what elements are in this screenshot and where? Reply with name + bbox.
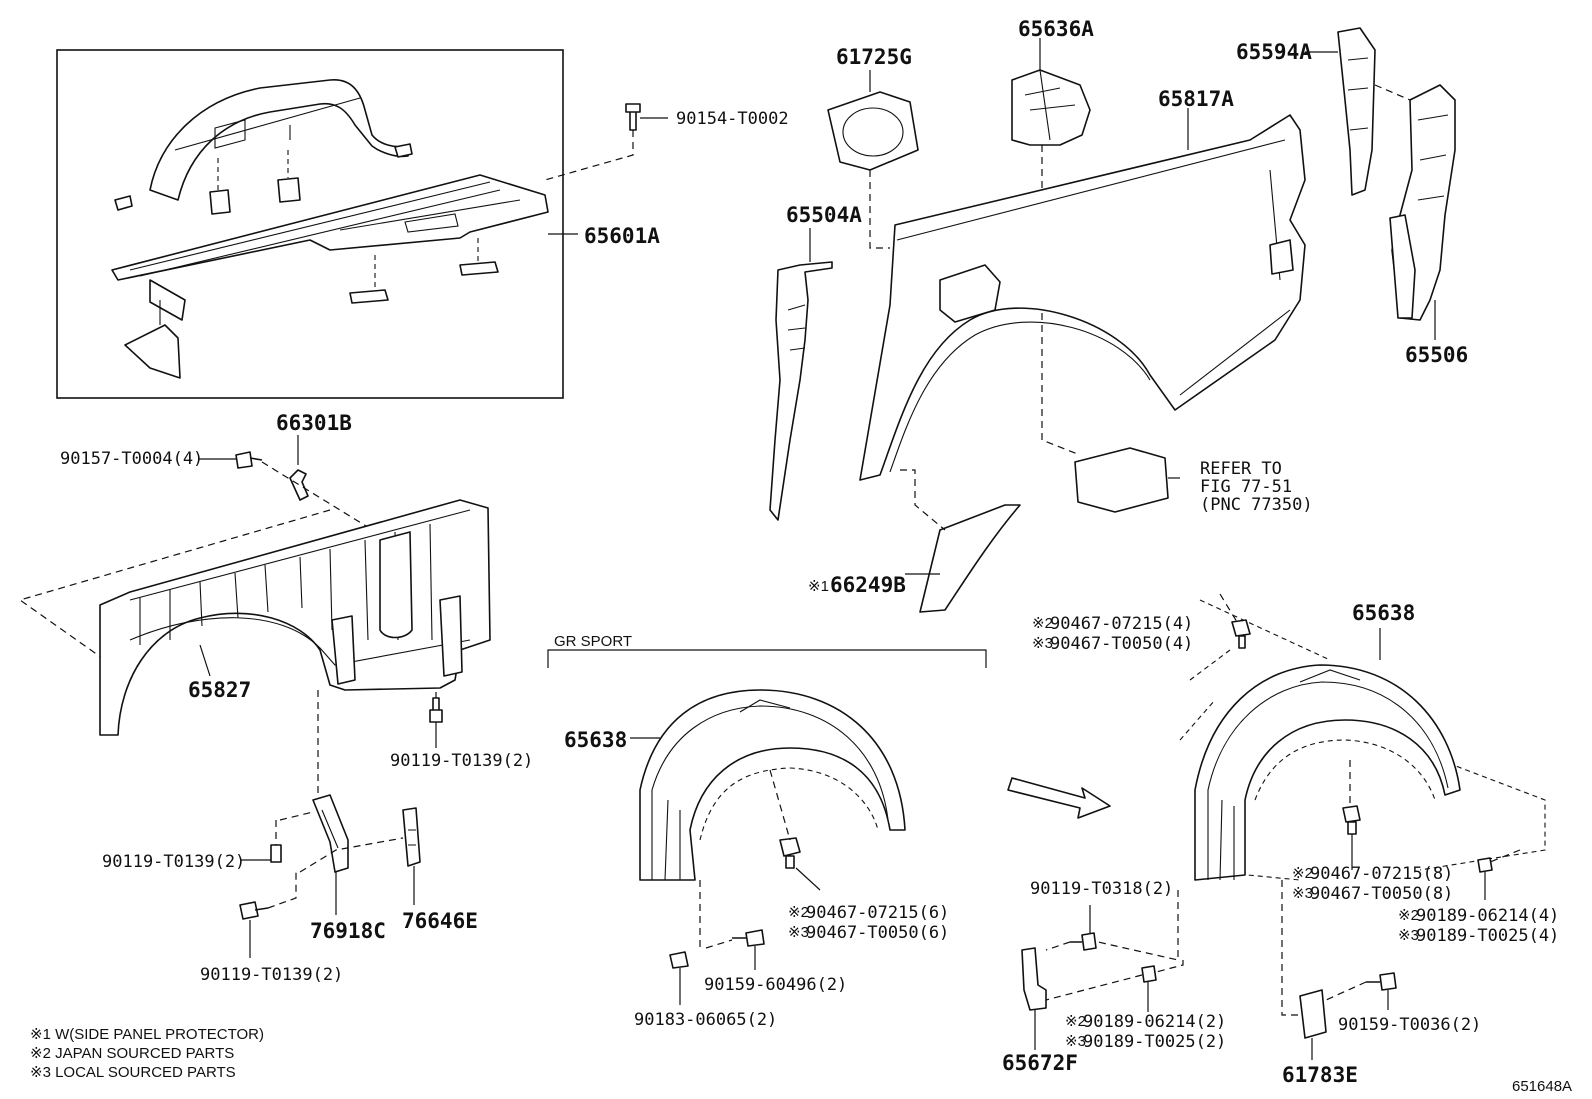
direction-arrow xyxy=(1007,777,1111,819)
mark-2-mid: ※2 xyxy=(1292,865,1313,882)
label-90154-T0002: 90154-T0002 xyxy=(676,109,789,129)
part-65601A-rail xyxy=(111,174,549,379)
bolt-90119-T0139-c xyxy=(239,872,297,958)
part-65827-side-panel xyxy=(99,499,491,736)
label-65506: 65506 xyxy=(1405,343,1468,367)
part-65504A-brace xyxy=(769,228,833,521)
bolt-90154-T0002 xyxy=(544,103,668,181)
label-65672F: 65672F xyxy=(1002,1051,1078,1075)
label-90119-T0139-b: 90119-T0139(2) xyxy=(102,852,245,872)
mark-2-right: ※2 xyxy=(1398,907,1419,924)
label-b-clip-b: 90189-T0025(2) xyxy=(1083,1032,1226,1052)
mark-3-top: ※3 xyxy=(1032,635,1053,652)
part-76918C-bracket xyxy=(312,794,349,915)
part-65594A-pillar xyxy=(1305,27,1411,196)
inset-box xyxy=(56,49,564,399)
label-65601A: 65601A xyxy=(584,224,660,248)
label-refer-3: (PNC 77350) xyxy=(1200,495,1313,515)
label-refer-2: FIG 77-51 xyxy=(1200,477,1292,497)
label-b-clip-a: 90189-06214(2) xyxy=(1083,1012,1226,1032)
part-66301B-bracket xyxy=(289,435,309,501)
part-61783E-plate xyxy=(1281,880,1327,1060)
label-65638: 65638 xyxy=(1352,601,1415,625)
label-top-clip-a: 90467-07215(4) xyxy=(1050,614,1193,634)
label-gr-sport: GR SPORT xyxy=(554,633,632,650)
gr-sport-bracket xyxy=(547,649,987,668)
label-65504A: 65504A xyxy=(786,203,862,227)
part-65636A-bracket xyxy=(1011,38,1091,456)
mark-3-right: ※3 xyxy=(1398,927,1419,944)
label-90119-T0139-a: 90119-T0139(2) xyxy=(390,751,533,771)
clip-gr-90467 xyxy=(769,769,821,891)
label-mid-clip-b: 90467-T0050(8) xyxy=(1310,884,1453,904)
label-90119-T0318: 90119-T0318(2) xyxy=(1030,879,1173,899)
bolt-90157-T0004 xyxy=(198,451,263,469)
label-top-clip-b: 90467-T0050(4) xyxy=(1050,634,1193,654)
part-76646E-bracket xyxy=(402,807,421,905)
mark-2-gr: ※2 xyxy=(788,904,809,921)
clip-mid-90467 xyxy=(1342,760,1361,870)
part-65506-pillar xyxy=(1389,84,1456,340)
part-66249B-protector xyxy=(900,469,1021,613)
part-65601A-wheelhouse-top xyxy=(114,79,413,215)
label-gr-clip-b: 90467-T0050(6) xyxy=(806,923,949,943)
label-90159-60496: 90159-60496(2) xyxy=(704,975,847,995)
label-65638-gr: 65638 xyxy=(564,728,627,752)
label-r-clip-a: 90189-06214(4) xyxy=(1416,906,1559,926)
part-65638-liner xyxy=(1179,599,1546,881)
legend-2: ※2 JAPAN SOURCED PARTS xyxy=(30,1045,234,1062)
bolt-90159-60496 xyxy=(699,880,765,970)
part-65817A-outer-panel xyxy=(859,108,1306,481)
bolt-90159-T0036 xyxy=(1325,972,1397,1010)
mark-3-mid: ※3 xyxy=(1292,885,1313,902)
part-65672F-bracket xyxy=(1021,941,1143,1050)
legend-3: ※3 LOCAL SOURCED PARTS xyxy=(30,1064,236,1081)
label-r-clip-b: 90189-T0025(4) xyxy=(1416,926,1559,946)
label-76918C: 76918C xyxy=(310,919,386,943)
label-mid-clip-a: 90467-07215(8) xyxy=(1310,864,1453,884)
bolt-90119-T0318 xyxy=(1070,890,1179,961)
label-61783E: 61783E xyxy=(1282,1063,1358,1087)
label-refer-1: REFER TO xyxy=(1200,459,1282,479)
mark-2-bottom: ※2 xyxy=(1065,1013,1086,1030)
label-66249B: 66249B xyxy=(830,573,906,597)
label-61725G: 61725G xyxy=(836,45,912,69)
legend-1: ※1 W(SIDE PANEL PROTECTOR) xyxy=(30,1026,264,1043)
label-gr-clip-a: 90467-07215(6) xyxy=(806,903,949,923)
mark-3-bottom: ※3 xyxy=(1065,1033,1086,1050)
label-90159-T0036: 90159-T0036(2) xyxy=(1338,1015,1481,1035)
label-90157-T0004: 90157-T0004(4) xyxy=(60,449,203,469)
bolt-90119-T0139-a xyxy=(429,692,443,748)
label-65827: 65827 xyxy=(188,678,251,702)
part-65638-gr-liner xyxy=(630,689,906,881)
label-90183-06065: 90183-06065(2) xyxy=(634,1010,777,1030)
label-90119-T0139-c: 90119-T0139(2) xyxy=(200,965,343,985)
mark-1-66249B: ※1 xyxy=(808,578,829,595)
label-65636A: 65636A xyxy=(1018,17,1094,41)
label-66301B: 66301B xyxy=(276,411,352,435)
bolt-90119-T0139-b xyxy=(240,820,282,863)
labels: 90154-T0002 65601A 66301B 90157-T0004(4)… xyxy=(30,17,1572,1095)
mark-2-top: ※2 xyxy=(1032,615,1053,632)
part-61725G-fuel-housing xyxy=(827,70,919,249)
clip-right-90189 xyxy=(1477,849,1521,900)
clip-bottom-90189 xyxy=(1141,960,1184,1012)
clip-top-90467 xyxy=(1219,593,1251,649)
fuel-lid-ref xyxy=(1074,447,1180,513)
diagram-id: 651648A xyxy=(1512,1078,1572,1095)
label-76646E: 76646E xyxy=(402,909,478,933)
nut-90183-06065 xyxy=(669,951,689,1005)
label-65594A: 65594A xyxy=(1236,40,1312,64)
label-65817A: 65817A xyxy=(1158,87,1234,111)
mark-3-gr: ※3 xyxy=(788,924,809,941)
